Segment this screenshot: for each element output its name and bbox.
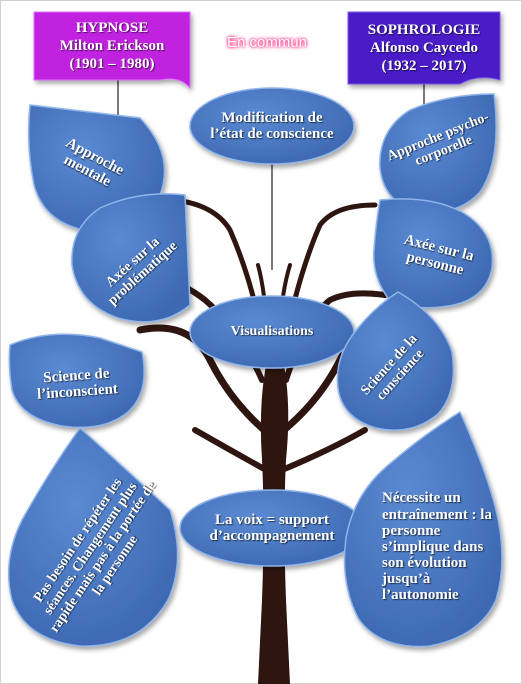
- branch-lower-left: [192, 427, 269, 473]
- hypnose-title: HYPNOSE: [75, 20, 149, 36]
- hypnose-dates: (1901 – 1980): [69, 56, 155, 72]
- hypnose-banner-shape: [33, 11, 191, 90]
- bubble-science-conscience: [336, 291, 455, 431]
- label-modification: Modification de l’état de conscience: [210, 109, 334, 142]
- bubble-necessite: [343, 410, 503, 648]
- branch-lower-right: [279, 427, 368, 473]
- common-title: En commun: [226, 34, 308, 51]
- hypnose-author: Milton Erickson: [59, 38, 165, 54]
- label-visualisations: Visualisations: [230, 324, 314, 340]
- bubble-axee-problematique: [71, 193, 191, 323]
- bubble-science-inconscient: [8, 333, 145, 429]
- sophrologie-banner: SOPHROLOGIE Alfonso Caycedo (1932 – 2017…: [348, 12, 500, 84]
- bubble-pas-besoin: [7, 426, 179, 647]
- sophrologie-dates: (1932 – 2017): [381, 58, 467, 74]
- sophrologie-banner-shape: [347, 11, 501, 85]
- label-science-inconscient: Science de l’inconscient: [36, 365, 119, 403]
- hypnose-banner: HYPNOSE Milton Erickson (1901 – 1980): [34, 12, 190, 80]
- bubble-axee-personne: [373, 198, 494, 309]
- sophrologie-author: Alfonso Caycedo: [370, 40, 478, 56]
- bubble-modification: [189, 87, 355, 165]
- label-voix: La voix = support d’accompagnement: [209, 511, 335, 544]
- branch-left-low: [136, 324, 268, 434]
- label-necessite: Nécessite un entraînement : la personne …: [382, 490, 492, 604]
- sophrologie-title: SOPHROLOGIE: [367, 22, 481, 38]
